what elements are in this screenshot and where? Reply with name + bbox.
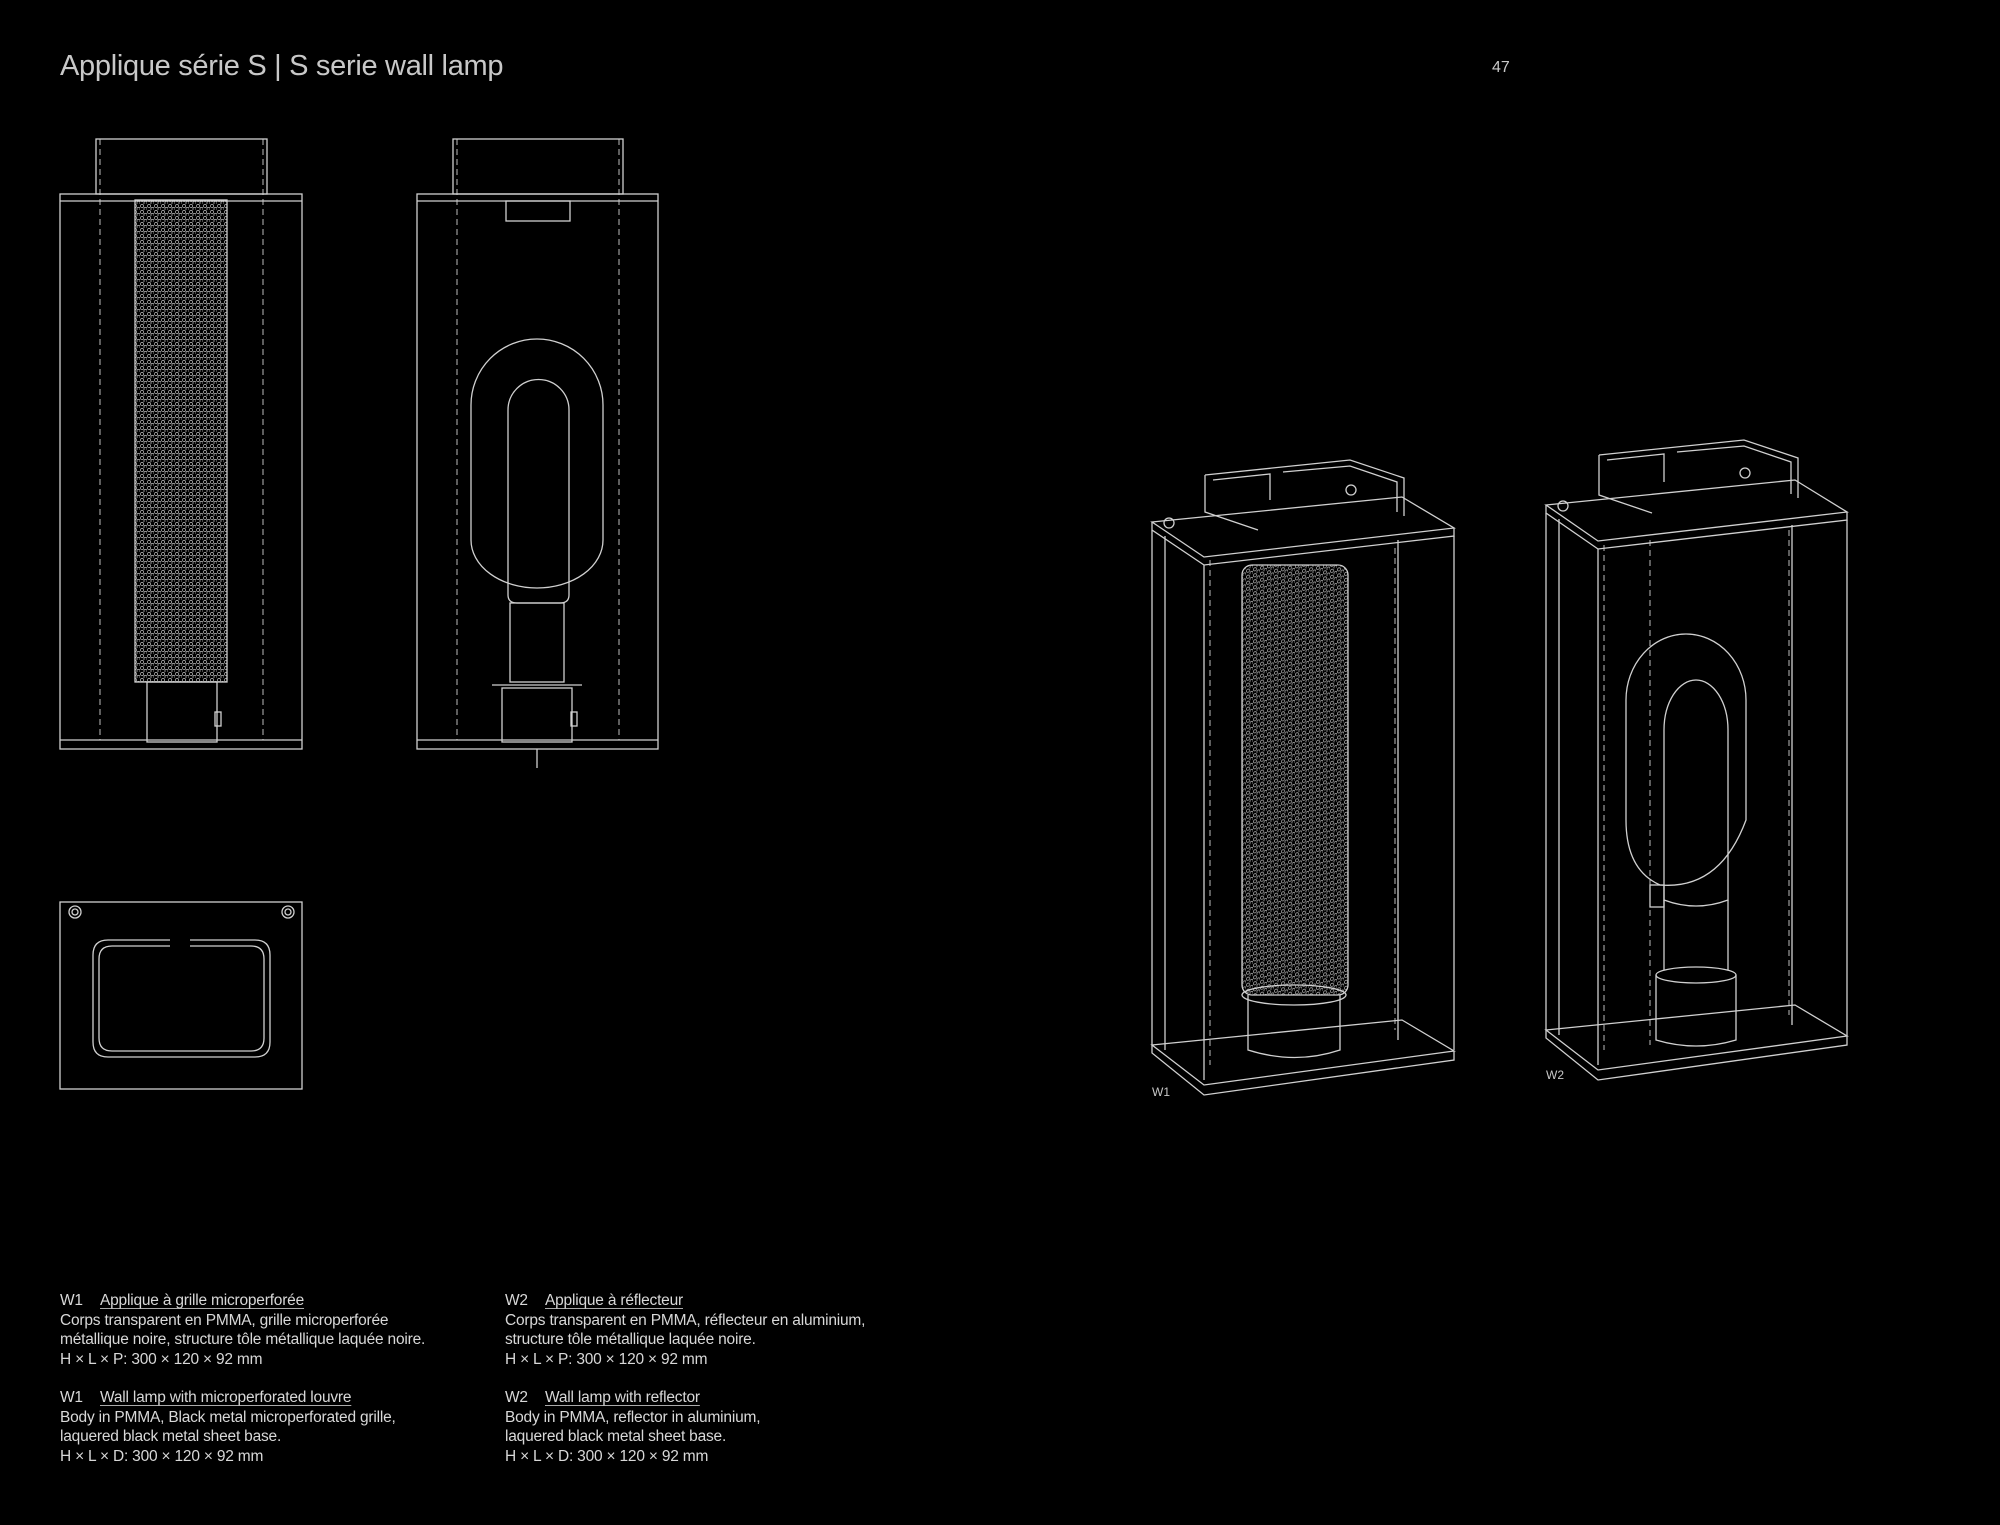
figure-label-w2: W2: [1546, 1068, 1564, 1082]
product-code: W2: [505, 1292, 528, 1309]
product-name: Wall lamp with microperforated louvre: [100, 1389, 352, 1406]
description-line: Body in PMMA, Black metal microperforate…: [60, 1408, 396, 1426]
product-code: W1: [60, 1292, 83, 1309]
top-view: [59, 901, 303, 1090]
description-line: métallique noire, structure tôle métalli…: [60, 1331, 426, 1348]
description-line: structure tôle métallique laquée noire.: [505, 1331, 756, 1348]
iso-view-w1: [1150, 459, 1456, 1096]
description-line: laquered black metal sheet base.: [505, 1428, 727, 1445]
page-title: Applique série S | S serie wall lamp: [60, 50, 504, 82]
description-w1-fr: W1 Applique à grille microperforée Corps …: [60, 1291, 425, 1369]
iso-view-w2: [1544, 439, 1849, 1081]
description-line: Corps transparent en PMMA, grille microp…: [60, 1311, 389, 1329]
description-line: Corps transparent en PMMA, réflecteur en…: [505, 1311, 866, 1329]
dimensions: H × L × P: 300 × 120 × 92 mm: [60, 1350, 263, 1368]
description-line: Body in PMMA, reflector in aluminium,: [505, 1408, 761, 1426]
dimensions: H × L × D: 300 × 120 × 92 mm: [60, 1447, 264, 1465]
dimensions: H × L × P: 300 × 120 × 92 mm: [505, 1350, 708, 1368]
description-line: laquered black metal sheet base.: [60, 1428, 282, 1445]
description-w2-fr: W2 Applique à réflecteur Corps transparen…: [505, 1291, 865, 1369]
front-view-w2: [416, 138, 659, 768]
product-name: Applique à grille microperforée: [100, 1292, 305, 1309]
product-name: Applique à réflecteur: [545, 1292, 683, 1309]
dimensions: H × L × D: 300 × 120 × 92 mm: [505, 1447, 709, 1465]
product-name: Wall lamp with reflector: [545, 1389, 700, 1406]
product-code: W2: [505, 1389, 528, 1406]
front-view-w1: [59, 138, 303, 750]
page-number: 47: [1492, 59, 1510, 76]
description-w2-en: W2 Wall lamp with reflector Body in PMMA,…: [505, 1388, 761, 1466]
product-code: W1: [60, 1389, 83, 1406]
figure-label-w1: W1: [1152, 1085, 1170, 1099]
